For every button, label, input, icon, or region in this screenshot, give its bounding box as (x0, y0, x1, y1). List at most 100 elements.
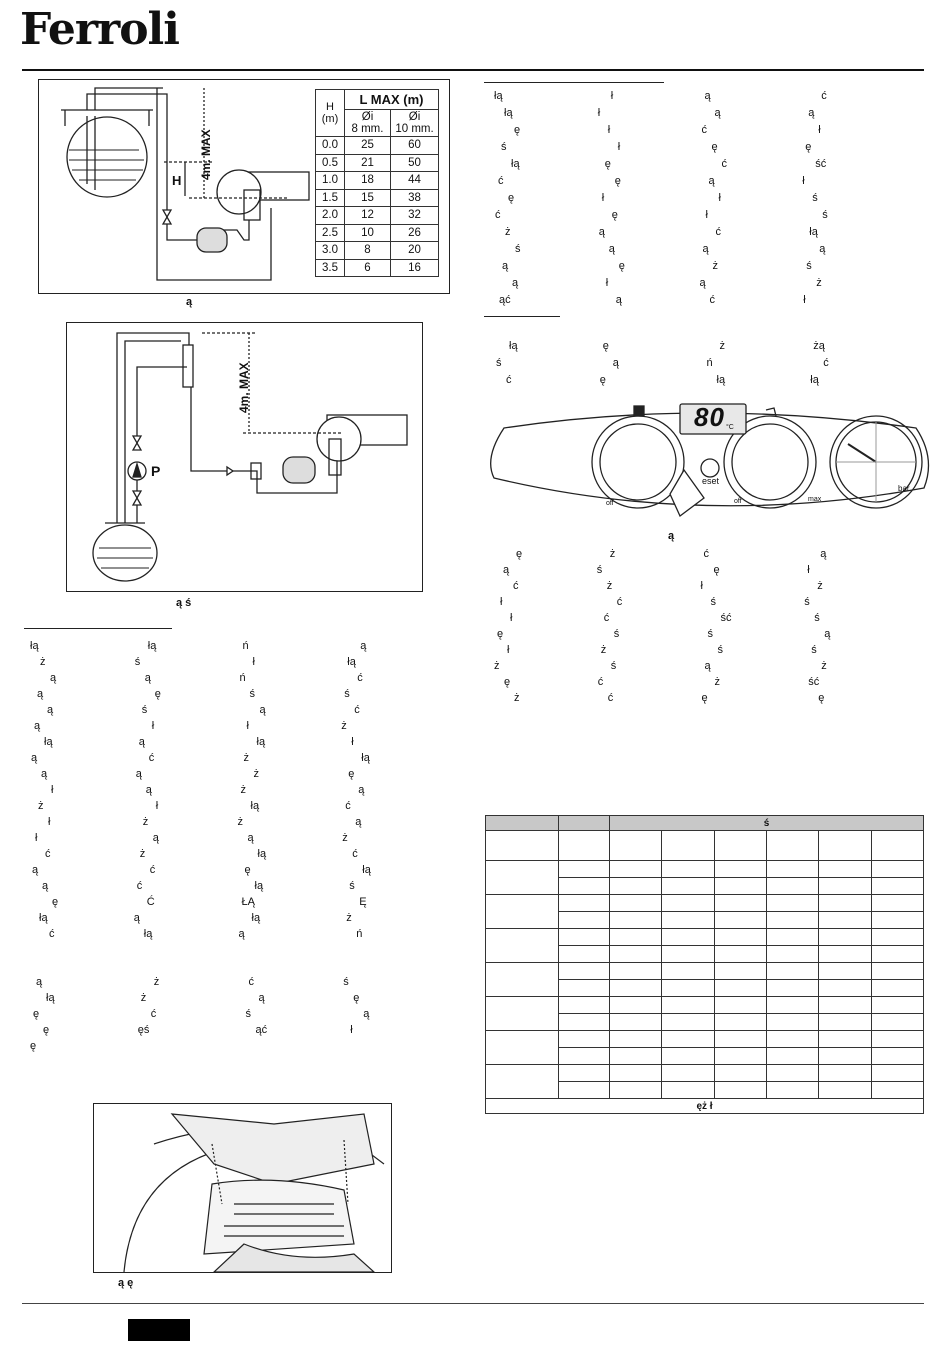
text-fragment: łą (810, 374, 819, 386)
text-fragment: ę (701, 692, 708, 704)
table-row (485, 830, 925, 861)
text-fragment: ą (32, 864, 39, 876)
text-fragment: ż (514, 692, 520, 704)
table-row (485, 962, 925, 997)
text-fragment: ą (144, 672, 151, 684)
text-fragment: łą (494, 90, 503, 102)
display-unit: °C (726, 424, 734, 431)
text-fragment: ż (817, 580, 823, 592)
text-fragment: ć (616, 596, 623, 608)
text-fragment: łą (511, 158, 520, 170)
text-fragment: ć (607, 692, 614, 704)
text-fragment: ż (494, 660, 500, 672)
gauge-unit: bar (898, 484, 910, 493)
lmax-cell: 16 (390, 258, 439, 277)
right-data-table: ś ęż ł (485, 815, 925, 1114)
lmax-cell: 12 (344, 206, 391, 225)
text-fragment: ą (363, 1008, 370, 1020)
table-cell (485, 962, 559, 997)
table-cell (558, 860, 610, 878)
table-cell (558, 1013, 610, 1031)
text-fragment: ŁĄ (241, 896, 255, 908)
text-fragment: ł (601, 192, 605, 204)
text-fragment: ł (252, 656, 255, 668)
text-fragment: ń (239, 672, 246, 684)
table-cell (870, 945, 925, 963)
text-fragment: ć (495, 209, 501, 221)
lmax-cell: 3.5 (315, 258, 345, 277)
text-fragment: ć (136, 880, 143, 892)
text-fragment: ć (345, 800, 351, 812)
text-fragment: ę (508, 192, 515, 204)
text-fragment: łą (39, 912, 48, 924)
text-fragment: ę (154, 688, 161, 700)
reset-button[interactable]: eset (702, 476, 720, 486)
text-fragment: ę (818, 692, 825, 704)
text-fragment: ś (134, 656, 141, 668)
text-fragment: ć (821, 90, 827, 102)
text-fragment: ć (49, 928, 55, 940)
text-fragment: łą (251, 912, 261, 924)
lmax-cell: 0.0 (315, 136, 345, 155)
text-fragment: ę (244, 864, 251, 876)
text-fragment: ą (258, 992, 265, 1004)
table-cell (870, 911, 925, 929)
right-table-wrap: ś ęż ł (485, 815, 925, 1114)
text-fragment: łą (44, 736, 53, 748)
display-value: 80 (694, 402, 725, 432)
text-fragment: ą (820, 548, 827, 560)
table-cell (870, 1081, 925, 1099)
text-fragment: ł (151, 720, 155, 732)
text-fragment: ć (148, 752, 155, 764)
table-cell (661, 979, 715, 997)
text-fragment: ę (504, 676, 511, 688)
text-fragment: ż (40, 656, 46, 668)
text-fragment: ą (358, 784, 365, 796)
text-fragment: ć (357, 672, 363, 684)
table-cell (870, 1064, 925, 1082)
table-cell (558, 911, 610, 929)
text-fragment: ą (133, 912, 140, 924)
table-cell (661, 1047, 715, 1065)
text-fragment: ś (717, 644, 724, 656)
lmax-cell: 38 (390, 188, 439, 207)
table-cell (558, 945, 610, 963)
text-fragment: ą (598, 226, 605, 238)
text-fragment: ś (710, 596, 717, 608)
table-cell (485, 1030, 559, 1065)
text-fragment: ą (819, 243, 826, 255)
text-fragment: ą (259, 704, 266, 716)
lmax-cell: 21 (344, 153, 391, 172)
text-fragment: ą (714, 107, 721, 119)
table-cell (818, 962, 872, 980)
table-cell (661, 1013, 715, 1031)
text-fragment: łą (257, 848, 267, 860)
text-fragment: ść (808, 676, 820, 688)
table-cell (558, 894, 610, 912)
table-cell (558, 1064, 610, 1082)
text-fragment: ę (805, 141, 812, 153)
lmax-cell: 2.5 (315, 223, 345, 242)
text-fragment: ż (821, 660, 827, 672)
text-fragment: ą (152, 832, 159, 844)
text-fragment: ą (138, 736, 145, 748)
table-cell (608, 877, 663, 895)
lmax-cell: 6 (344, 258, 391, 277)
pipe-lift-diagram (61, 87, 310, 281)
off-label-right: off (734, 498, 742, 505)
text-fragment: ć (715, 226, 722, 238)
table-cell (713, 911, 767, 929)
text-fragment: ęś (137, 1024, 150, 1036)
figure-caption-3: ą ę (118, 1277, 134, 1289)
text-fragment: ą (708, 175, 715, 187)
control-panel-drawing (490, 403, 930, 518)
table-cell (765, 928, 820, 946)
table-row (485, 894, 925, 929)
text-fragment: ś (245, 1008, 252, 1020)
table-cell (661, 830, 715, 861)
table-cell (870, 830, 925, 861)
text-fragment: ć (150, 1008, 157, 1020)
